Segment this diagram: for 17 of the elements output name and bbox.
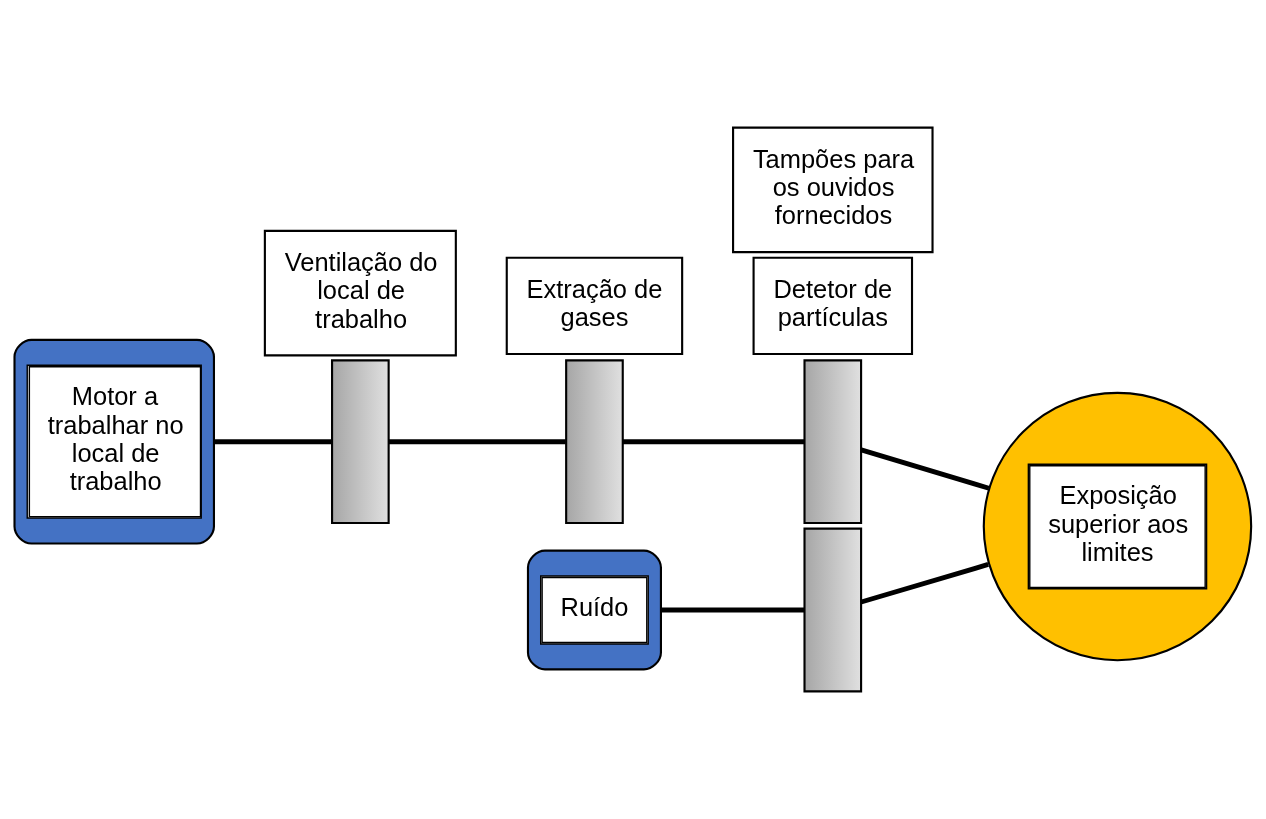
node-box: Ruído — [526, 549, 662, 671]
node-box: Ventilação do local de trabalho — [263, 229, 457, 357]
connector — [860, 447, 990, 491]
node-bar — [803, 527, 863, 693]
node-box: Extração de gases — [505, 256, 684, 356]
connector — [661, 607, 805, 613]
connector — [860, 562, 989, 605]
node-bar — [331, 359, 390, 525]
node-bar — [803, 359, 863, 525]
node-circle: Exposição superior aos limites — [982, 391, 1253, 662]
node-box: Detetor de partículas — [752, 256, 914, 356]
node-box: Motor a trabalhar no local de trabalho — [13, 338, 215, 545]
node-box: Tampões para os ouvidos fornecidos — [732, 126, 934, 254]
node-bar — [565, 359, 624, 525]
connector — [214, 439, 332, 445]
connector — [622, 439, 805, 445]
connector — [388, 439, 566, 445]
